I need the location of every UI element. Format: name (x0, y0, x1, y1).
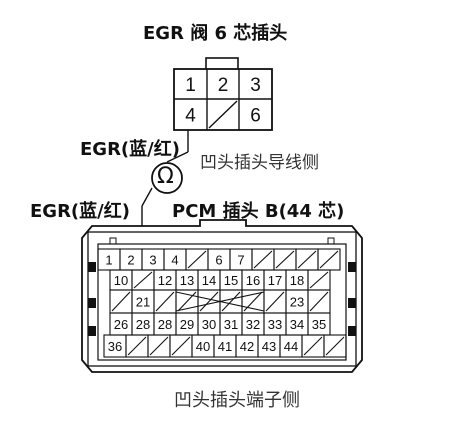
ohmmeter-symbol (151, 162, 183, 194)
empty-cavity-mark (325, 336, 345, 356)
pcm-pin-14: 14 (202, 273, 216, 288)
pcm-pin-44: 44 (284, 339, 298, 354)
pcm-pin-13: 13 (180, 273, 194, 288)
pcm-pin-4: 4 (171, 253, 178, 268)
empty-cavity-mark (127, 336, 147, 356)
pcm-pin-43: 43 (262, 339, 276, 354)
pcm-pin-28: 28 (158, 317, 172, 332)
valve-pin-3: 3 (250, 75, 261, 96)
pcm-pin-41: 41 (218, 339, 232, 354)
pcm-pin-18: 18 (290, 273, 304, 288)
empty-cavity-mark (319, 250, 339, 269)
pcm-pin-21: 21 (136, 295, 150, 310)
pcm-pin-1: 1 (105, 253, 112, 268)
empty-cavity-mark (309, 291, 329, 312)
pcm-pin-23: 23 (290, 295, 304, 310)
egr-wire-label-bottom: EGR(蓝/红) (30, 201, 130, 222)
valve-pin-2: 2 (218, 75, 229, 96)
pcm-pin-6: 6 (215, 253, 222, 268)
terminal-side-caption: 凹头插头端子侧 (174, 390, 300, 411)
pcm-pin-28: 28 (136, 317, 150, 332)
pcm-pin-12: 12 (158, 273, 172, 288)
pcm-pin-30: 30 (202, 317, 216, 332)
empty-cavity-mark (149, 336, 169, 356)
empty-cavity-mark (199, 291, 219, 312)
empty-cavity-mark (208, 100, 238, 129)
valve-pin-1: 1 (185, 75, 196, 96)
empty-cavity-mark (133, 271, 153, 289)
egr-wire-label-top: EGR(蓝/红) (80, 139, 180, 160)
pcm-pin-29: 29 (180, 317, 194, 332)
pcm-pin-10: 10 (114, 273, 128, 288)
empty-cavity-mark (265, 291, 285, 312)
empty-cavity-mark (303, 336, 323, 356)
pcm-pin-16: 16 (246, 273, 260, 288)
empty-cavity-mark (187, 250, 207, 269)
pcm-pin-3: 3 (149, 253, 156, 268)
empty-cavity-mark (275, 250, 295, 269)
empty-cavity-mark (253, 250, 273, 269)
pcm-pin-32: 32 (246, 317, 260, 332)
pcm-pin-15: 15 (224, 273, 238, 288)
ohm-symbol-text: Ω (157, 164, 174, 189)
empty-cavity-mark (111, 291, 131, 312)
pcm-pin-17: 17 (268, 273, 282, 288)
pcm-pin-42: 42 (240, 339, 254, 354)
empty-cavity-mark (297, 250, 317, 269)
pcm-pin-36: 36 (108, 339, 122, 354)
pcm-pin-26: 26 (114, 317, 128, 332)
pcm-connector-title: PCM 插头 B(44 芯) (172, 201, 345, 222)
egr-valve-connector-title: EGR 阀 6 芯插头 (143, 23, 288, 44)
empty-cavity-mark (221, 291, 241, 312)
pcm-pin-33: 33 (268, 317, 282, 332)
empty-cavity-mark (155, 291, 175, 312)
pcm-pin-35: 35 (312, 317, 326, 332)
pcm-pin-7: 7 (237, 253, 244, 268)
empty-cavity-mark (309, 271, 329, 289)
pcm-pin-31: 31 (224, 317, 238, 332)
pcm-pin-2: 2 (127, 253, 134, 268)
pcm-pin-40: 40 (196, 339, 210, 354)
valve-pin-4: 4 (185, 106, 196, 127)
valve-pin-6: 6 (250, 106, 261, 127)
pcm-pin-34: 34 (290, 317, 304, 332)
empty-cavity-mark (171, 336, 191, 356)
valve-side-caption: 凹头插头导线侧 (200, 153, 319, 173)
pcm-cavity (323, 334, 347, 358)
